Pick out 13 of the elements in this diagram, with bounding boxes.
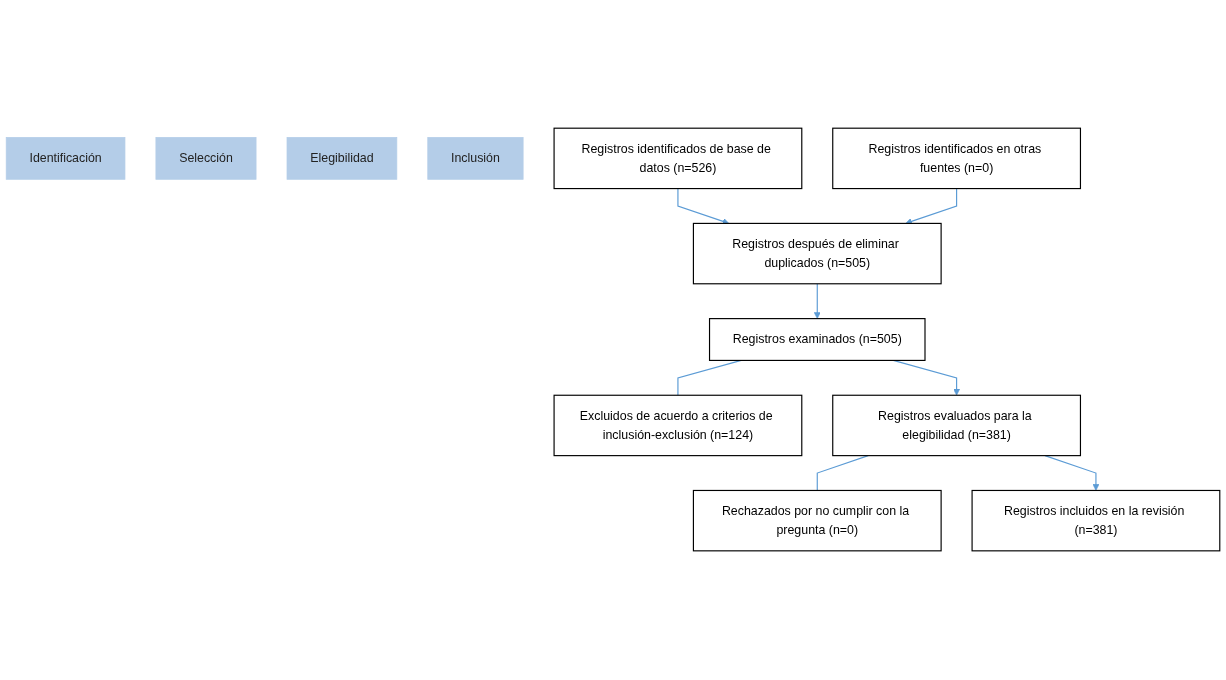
- node-box: Selección: [155, 137, 257, 181]
- node-box: Registros identificados en otras fuentes (n=0): [832, 128, 1082, 190]
- node-box: Elegibilidad: [286, 137, 398, 181]
- node-box: Registros incluidos en la revisión (n=381): [971, 490, 1221, 552]
- node-box: Registros examinados (n=505): [708, 318, 926, 362]
- node-box: Registros evaluados para la elegibilidad (n=381): [832, 395, 1082, 457]
- node-box: Rechazados por no cumplir con la pregunta (n=0): [692, 490, 942, 552]
- node-box: Inclusión: [427, 137, 524, 181]
- node-box: Registros identificados de base de datos (n=526): [553, 128, 803, 190]
- node-box: Identificación: [5, 137, 126, 181]
- node-box: Registros después de eliminar duplicados (n=505): [692, 223, 942, 285]
- node-box: Excluidos de acuerdo a criterios de inclusión-exclusión (n=124): [553, 395, 803, 457]
- arrow: [813, 283, 821, 320]
